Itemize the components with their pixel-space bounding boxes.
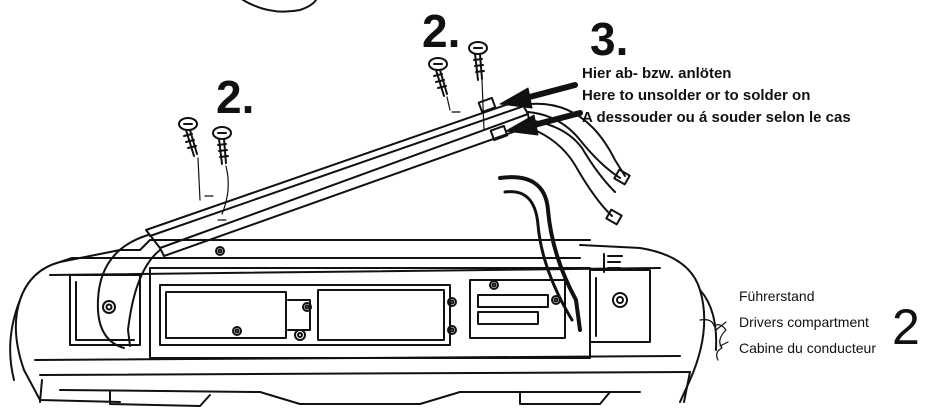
sketch-edge bbox=[699, 319, 729, 361]
screw-left-1 bbox=[178, 117, 198, 157]
chassis-holes bbox=[102, 246, 628, 341]
cab-blocks bbox=[69, 253, 651, 346]
page-number: 2 bbox=[892, 299, 920, 355]
compartment-label-en: Drivers compartment bbox=[739, 314, 869, 330]
step-number-left: 2. bbox=[216, 71, 255, 123]
circuit-board bbox=[145, 96, 531, 257]
screw-left-2 bbox=[212, 126, 232, 165]
locomotive-body bbox=[9, 239, 718, 407]
solder-note-en: Here to unsolder or to solder on bbox=[582, 87, 811, 104]
solder-arrows bbox=[499, 82, 583, 136]
solder-note-fr: A dessouder ou á souder selon le cas bbox=[582, 109, 851, 126]
wires bbox=[96, 102, 631, 349]
step-number-middle: 2. bbox=[422, 5, 461, 57]
solder-note-de: Hier ab- bzw. anlöten bbox=[582, 65, 732, 82]
step-number-right: 3. bbox=[590, 13, 629, 65]
compartment-label: Führerstand Drivers compartment Cabine d… bbox=[739, 283, 876, 361]
compartment-label-de: Führerstand bbox=[739, 288, 815, 304]
screw-guides bbox=[197, 79, 485, 221]
compartment-label-fr: Cabine du conducteur bbox=[739, 340, 876, 356]
inner-frame bbox=[149, 267, 591, 359]
screw-middle-1 bbox=[428, 57, 448, 97]
solder-note: Hier ab- bzw. anlöten Here to unsolder o… bbox=[582, 63, 851, 129]
screw-middle-2 bbox=[468, 41, 488, 81]
top-circle-fragment bbox=[242, 0, 317, 13]
